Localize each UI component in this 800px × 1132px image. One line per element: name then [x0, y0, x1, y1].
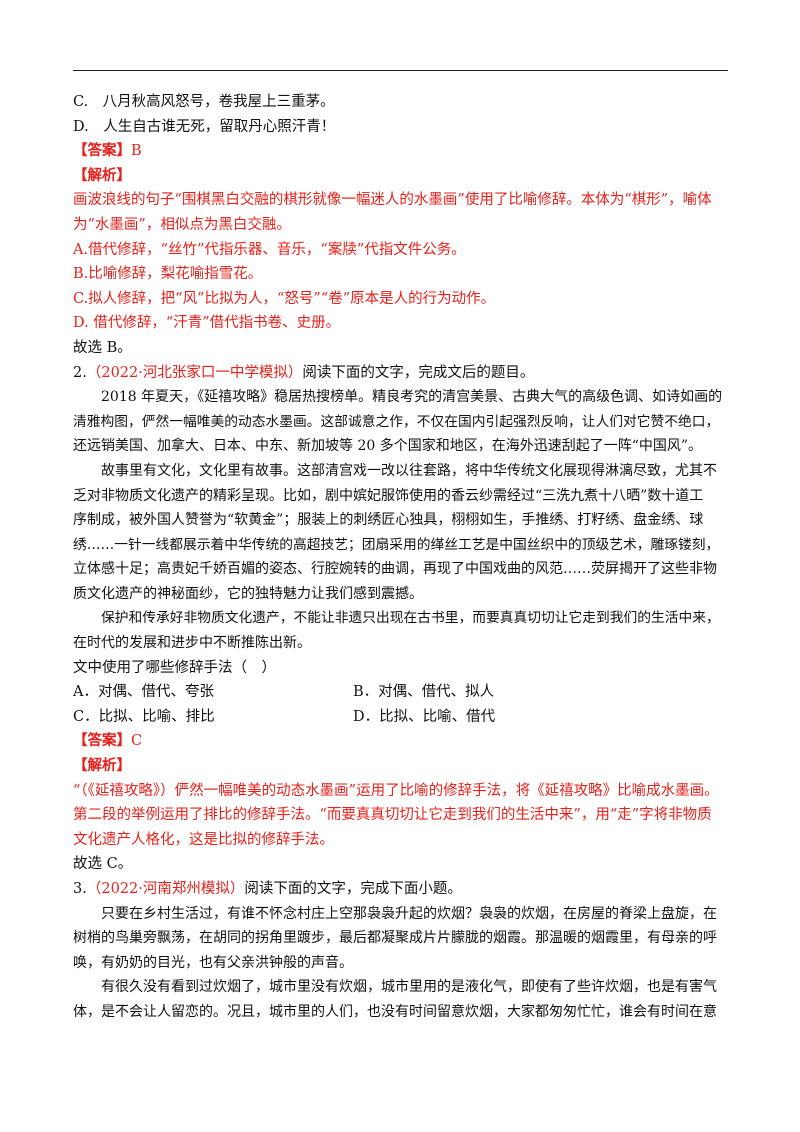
q3-number: 3.: [73, 881, 87, 897]
q2-options-row: A．对偶、借代、夸张 B．对偶、借代、拟人: [73, 680, 728, 705]
passage-line: 立体感十足；高贵妃千娇百媚的姿态、行腔婉转的曲调，再现了中国戏曲的风范……荧屏揭…: [73, 561, 717, 578]
q2-options-row: C．比拟、比喻、排比 D．比拟、比喻、借代: [73, 705, 728, 730]
q1-option-d: D. 人生自古谁无死，留取丹心照汗青！: [73, 118, 336, 135]
answer-value: C: [131, 733, 143, 750]
q1-analysis-line: A.借代修辞，“丝竹”代指乐器、音乐，“案牍”代指文件公务。: [73, 241, 466, 258]
q2-analysis-line: 文化遗产人格化，这是比拟的修辞手法。: [73, 831, 334, 848]
passage-line: 唤，有奶奶的目光，也有父亲洪钟般的声音。: [73, 954, 353, 971]
q3-passage: 只要在乡村生活过，有谁不怀念村庄上空那袅袅升起的炊烟？袅袅的炊烟，在房屋的脊梁上…: [73, 902, 728, 1025]
q3-header: 3.（2022·河南郑州模拟）阅读下面的文字，完成下面小题。: [73, 877, 728, 902]
q2-passage: 2018 年夏天，《延禧攻略》稳居热搜榜单。精良考究的清宫美景、古典大气的高级色…: [73, 385, 728, 656]
q2-option-c: C．比拟、比喻、排比: [73, 708, 215, 725]
passage-line: 故事里有文化，文化里有故事。这部清宫戏一改以往套路，将中华传统文化展现得淋漓尽致…: [101, 462, 717, 479]
q1-analysis-line: D. 借代修辞，“汗青”借代指书卷、史册。: [73, 315, 341, 332]
passage-line: 清雅构图，俨然一幅唯美的动态水墨画。这部诚意之作，不仅在国内引起强烈反响，让人们…: [73, 413, 720, 430]
q3-instruction: 阅读下面的文字，完成下面小题。: [244, 881, 462, 897]
q2-analysis-line: 第二段的举例运用了排比的修辞手法。“而要真真切切让它走到我们的生活中来”，用“走…: [73, 807, 712, 824]
passage-line: 树梢的鸟巢旁飘荡，在胡同的拐角里踱步，最后都凝聚成片片朦胧的烟霞。那温暖的烟霞里…: [73, 930, 717, 947]
q1-analysis-line: 画波浪线的句子“围棋黑白交融的棋形就像一幅迷人的水墨画”使用了比喻修辞。本体为“…: [73, 192, 712, 209]
q3-source: （2022·河南郑州模拟）: [86, 881, 245, 897]
q2-instruction: 阅读下面的文字，完成文后的题目。: [302, 364, 535, 381]
q2-option-a: A．对偶、借代、夸张: [73, 684, 214, 701]
passage-line: 体，是不会让人留恋的。况且，城市里的人们，也没有时间留意炊烟，大家都匆匆忙忙，谁…: [73, 1003, 717, 1020]
q2-analysis-line: “（《延禧攻略》）俨然一幅唯美的动态水墨画”运用了比喻的修辞手法，将《延禧攻略》…: [73, 782, 719, 799]
passage-line: 2018 年夏天，《延禧攻略》稳居热搜榜单。精良考究的清宫美景、古典大气的高级色…: [101, 389, 723, 406]
q2-header: 2.（2022·河北张家口一中学模拟）阅读下面的文字，完成文后的题目。: [73, 361, 728, 386]
q2-question: 文中使用了哪些修辞手法（ ）: [73, 659, 276, 676]
q1-analysis-line: B.比喻修辞，梨花喻指雪花。: [73, 266, 263, 283]
passage-line: 有很久没有看到过炊烟了，城市里没有炊烟，城市里用的是液化气，即使有了些许炊烟，也…: [101, 979, 717, 996]
passage-line: 绣……一针一线都展示着中华传统的高超技艺；团扇采用的缂丝工艺是中国丝织中的顶级艺…: [73, 536, 720, 553]
q2-number: 2.: [73, 364, 87, 381]
q1-analysis-line: C.拟人修辞，把“风”比拟为人，“怒号”“卷”原本是人的行为动作。: [73, 290, 496, 307]
answer-value: B: [131, 143, 142, 160]
passage-line: 质文化遗产的神秘面纱，它的独特魅力让我们感到震撼。: [73, 585, 423, 602]
q2-conclusion: 故选 C。: [73, 856, 133, 873]
answer-tag: 【答案】: [73, 732, 131, 750]
document-body: C. 八月秋高风怒号，卷我屋上三重茅。 D. 人生自古谁无死，留取丹心照汗青！ …: [73, 90, 728, 1025]
passage-line: 乏对非物质文化遗产的精彩呈现。比如，剧中嫔妃服饰使用的香云纱需经过“三洗九煮十八…: [73, 487, 704, 504]
q2-option-b: B．对偶、借代、拟人: [353, 684, 495, 701]
passage-line: 序制成，被外国人赞誉为“软黄金”；服装上的刺绣匠心独具，栩栩如生，手推绣、打籽绣…: [73, 512, 704, 529]
passage-line: 只要在乡村生活过，有谁不怀念村庄上空那袅袅升起的炊烟？袅袅的炊烟，在房屋的脊梁上…: [101, 905, 717, 922]
q1-conclusion: 故选 B。: [73, 339, 132, 356]
passage-line: 还远销美国、加拿大、日本、中东、新加坡等 20 多个国家和地区，在海外迅速刮起了…: [73, 438, 703, 455]
q1-answer: 【答案】B: [73, 139, 728, 164]
q2-answer: 【答案】C: [73, 729, 728, 754]
q1-analysis-line: 为“水墨画”，相似点为黑白交融。: [73, 216, 291, 233]
header-rule: [73, 70, 728, 71]
q2-source: （2022·河北张家口一中学模拟）: [86, 364, 303, 381]
q1-option-c: C. 八月秋高风怒号，卷我屋上三重茅。: [73, 94, 335, 110]
passage-line: 在时代的发展和进步中不断推陈出新。: [73, 635, 311, 652]
q1-analysis-tag: 【解析】: [73, 166, 131, 184]
passage-line: 保护和传承好非物质文化遗产，不能让非遗只出现在古书里，而要真真切切让它走到我们的…: [101, 610, 720, 627]
answer-tag: 【答案】: [73, 142, 131, 160]
q2-analysis-tag: 【解析】: [73, 757, 131, 775]
q2-option-d: D．比拟、比喻、借代: [353, 708, 496, 725]
